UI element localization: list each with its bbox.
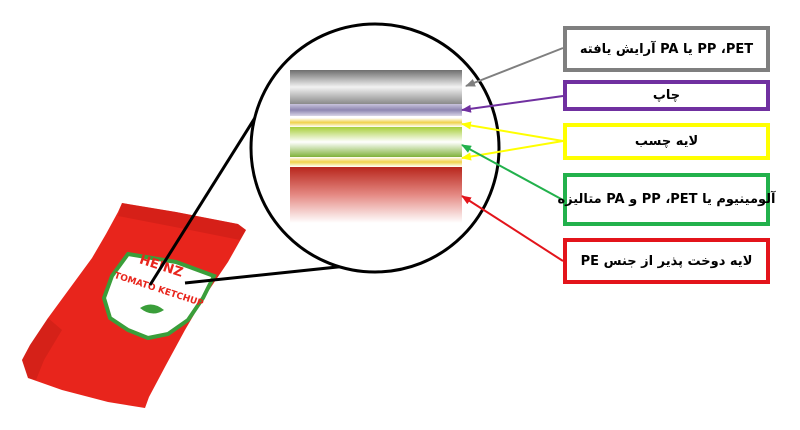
packet-top-seal — [118, 203, 246, 240]
ketchup-packet: HEINZ TOMATO KETCHUP — [22, 203, 246, 408]
layer-adhesive — [290, 157, 462, 167]
label-print: چاپ — [563, 80, 770, 111]
label-barrier: آلومینیوم یا PP ،PET و PA متالیزه — [557, 173, 776, 226]
arrows — [461, 47, 564, 262]
layer-sealant — [290, 167, 462, 223]
layer-barrier — [290, 127, 462, 157]
layer-stack — [290, 70, 462, 223]
packet-edge-shade — [22, 318, 62, 380]
label-sealant: لایه دوخت پذیر از جنس PE — [563, 238, 770, 284]
layer-adhesive — [290, 118, 462, 127]
packet-label-shield — [101, 251, 217, 341]
layer-oriented-film — [290, 70, 462, 104]
arrow-1 — [461, 95, 564, 113]
packet-label-leaf — [140, 304, 164, 314]
label-oriented-film: PP ،PET یا PA آرایش یافته — [563, 26, 770, 72]
label-adhesive: لایه چسب — [563, 123, 770, 160]
arrow-2 — [461, 121, 564, 142]
layer-print — [290, 104, 462, 116]
arrow-5 — [461, 195, 564, 262]
arrow-0 — [465, 47, 564, 87]
arrow-4 — [461, 144, 564, 201]
